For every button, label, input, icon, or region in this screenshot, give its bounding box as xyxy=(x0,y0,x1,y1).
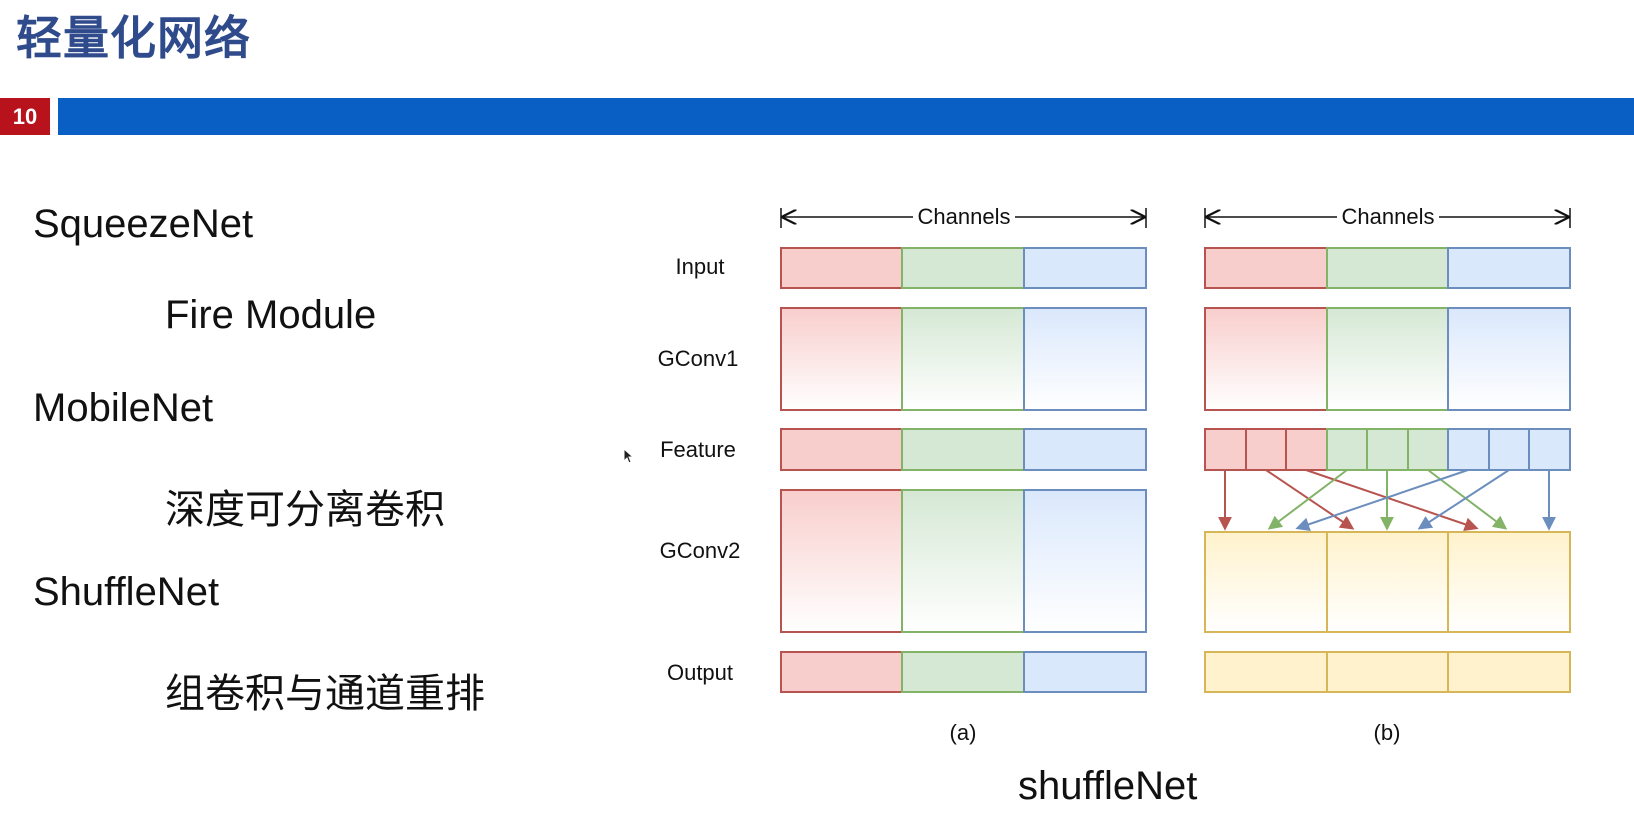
panel-a xyxy=(780,247,1147,693)
panel-a-output xyxy=(780,651,1147,693)
list-item-fire-module: Fire Module xyxy=(165,293,377,337)
list-item-mobilenet: MobileNet xyxy=(33,386,214,430)
row-label-feature: Feature xyxy=(660,437,736,462)
diagram-caption: shuffleNet xyxy=(1018,764,1198,808)
panel-label-a: (a) xyxy=(950,720,977,745)
list-item-squeezenet: SqueezeNet xyxy=(33,202,254,246)
list-item-depthwise-separable-conv: 深度可分离卷积 xyxy=(165,487,445,533)
list-item-group-conv-channel-shuffle: 组卷积与通道重排 xyxy=(165,671,485,717)
channels-label-a: Channels xyxy=(918,204,1011,229)
slide-title: 轻量化网络 xyxy=(16,11,251,65)
panel-b xyxy=(1204,247,1571,693)
panel-b-feature xyxy=(1204,428,1571,471)
channels-arrow-a: Channels xyxy=(780,204,1147,229)
panel-b-input xyxy=(1204,247,1571,289)
panel-b-output xyxy=(1204,651,1571,693)
channels-arrow-b: Channels xyxy=(1204,204,1571,229)
row-label-output: Output xyxy=(667,660,733,685)
panel-a-input xyxy=(780,247,1147,289)
row-label-gconv2: GConv2 xyxy=(660,538,741,563)
panel-label-b: (b) xyxy=(1374,720,1401,745)
row-label-gconv1: GConv1 xyxy=(658,346,739,371)
panel-b-gconv2 xyxy=(1204,531,1571,633)
mouse-cursor-icon xyxy=(623,447,635,468)
panel-a-feature xyxy=(780,428,1147,471)
list-item-shufflenet: ShuffleNet xyxy=(33,570,220,614)
panel-a-gconv1 xyxy=(780,307,1147,411)
row-label-input: Input xyxy=(676,254,725,279)
panel-b-gconv1 xyxy=(1204,307,1571,411)
channels-label-b: Channels xyxy=(1342,204,1435,229)
header-bar xyxy=(58,98,1634,135)
panel-a-gconv2 xyxy=(780,489,1147,633)
panel-b-shuffle-arrows xyxy=(1218,469,1556,532)
page-number-badge: 10 xyxy=(0,98,50,135)
